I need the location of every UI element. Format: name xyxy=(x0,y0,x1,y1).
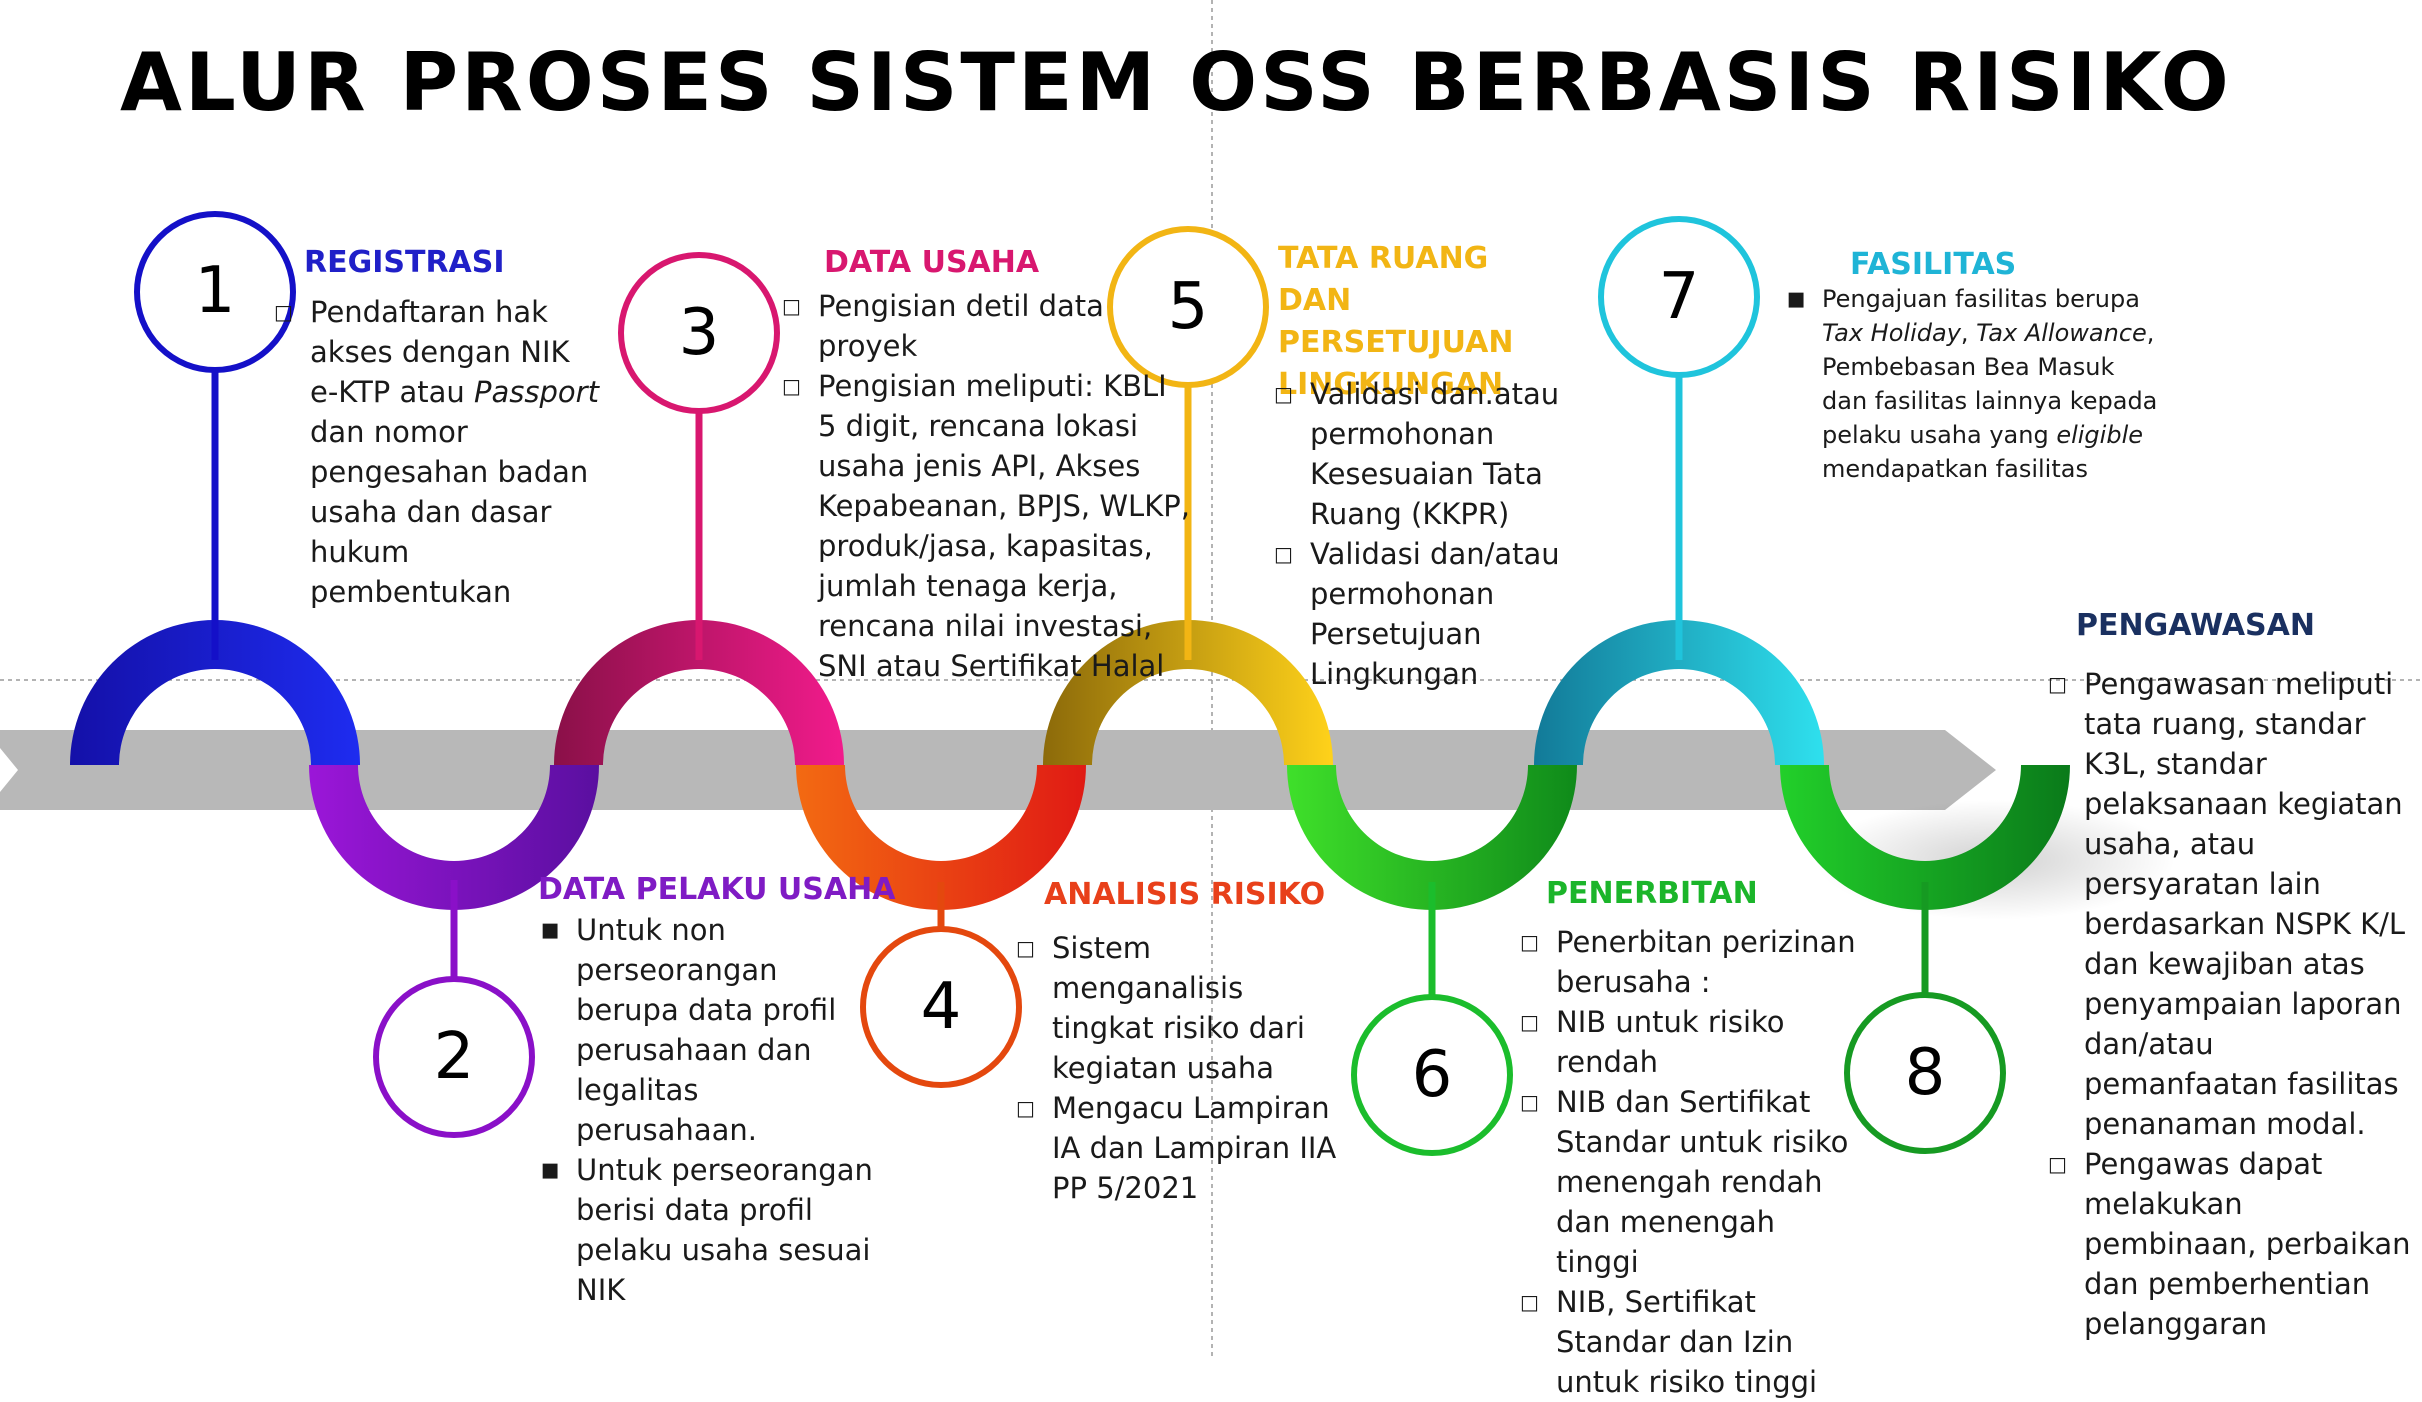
text-block-registrasi: Pendaftaran hak akses dengan NIK e-KTP a… xyxy=(274,292,604,612)
heading-registrasi: REGISTRASI xyxy=(304,245,505,280)
heading-data-pelaku-usaha: DATA PELAKU USAHA xyxy=(538,872,896,907)
step-number-2: 2 xyxy=(433,1020,475,1094)
text-block-data-usaha: Pengisian detil data proyekPengisian mel… xyxy=(782,286,1192,686)
wave-arc-8 xyxy=(1780,765,2070,910)
step-circle-3 xyxy=(618,252,780,414)
text-block-tata-ruang: Validasi dan.atau permohonan Kesesuaian … xyxy=(1274,374,1584,694)
text-block-analisis-risiko: Sistem menganalisis tingkat risiko dari … xyxy=(1016,928,1346,1208)
heading-fasilitas: FASILITAS xyxy=(1850,247,2017,282)
step-circle-7 xyxy=(1598,216,1760,378)
bullet-item: Validasi dan/atau permohonan Persetujuan… xyxy=(1274,534,1584,694)
bullet-item: Sistem menganalisis tingkat risiko dari … xyxy=(1016,928,1346,1088)
heading-data-usaha: DATA USAHA xyxy=(824,245,1040,280)
bullet-item: Penerbitan perizinan berusaha : xyxy=(1520,922,1860,1002)
bullet-item: NIB, Sertifikat Standar dan Izin untuk r… xyxy=(1520,1282,1860,1402)
wave-arc-2 xyxy=(309,765,599,910)
step-number-6: 6 xyxy=(1411,1038,1453,1112)
process-diagram: ALUR PROSES SISTEM OSS BERBASIS RISIKO 1… xyxy=(0,0,2422,1358)
step-number-1: 1 xyxy=(194,254,236,328)
text-block-pengawasan: Pengawasan meliputi tata ruang, standar … xyxy=(2048,664,2413,1344)
bullet-item: Pendaftaran hak akses dengan NIK e-KTP a… xyxy=(274,292,604,612)
step-number-4: 4 xyxy=(920,970,962,1044)
heading-penerbitan: PENERBITAN xyxy=(1546,876,1758,911)
wave-arc-4 xyxy=(796,765,1086,910)
step-number-8: 8 xyxy=(1904,1036,1946,1110)
heading-pengawasan: PENGAWASAN xyxy=(2076,608,2315,643)
bullet-item: Pengisian meliputi: KBLI 5 digit, rencan… xyxy=(782,366,1192,686)
wave-arc-1 xyxy=(70,620,360,765)
step-circle-2 xyxy=(373,976,535,1138)
heading-analisis-risiko: ANALISIS RISIKO xyxy=(1044,877,1326,912)
bullet-item: NIB dan Sertifikat Standar untuk risiko … xyxy=(1520,1082,1860,1282)
step-number-7: 7 xyxy=(1658,260,1700,334)
page-title: ALUR PROSES SISTEM OSS BERBASIS RISIKO xyxy=(120,36,2232,129)
bullet-item: NIB untuk risiko rendah xyxy=(1520,1002,1860,1082)
bullet-item: Validasi dan.atau permohonan Kesesuaian … xyxy=(1274,374,1584,534)
bullet-item: Pengawas dapat melakukan pembinaan, perb… xyxy=(2048,1144,2413,1344)
wave-arc-7 xyxy=(1534,620,1824,765)
wave-arc-3 xyxy=(554,620,844,765)
text-block-penerbitan: Penerbitan perizinan berusaha :NIB untuk… xyxy=(1520,922,1860,1402)
bullet-item: Pengisian detil data proyek xyxy=(782,286,1192,366)
text-block-data-pelaku-usaha: Untuk non perseorangan berupa data profi… xyxy=(540,910,880,1310)
step-circle-6 xyxy=(1351,994,1513,1156)
bullet-item: Untuk perseorangan berisi data profil pe… xyxy=(540,1150,880,1310)
bullet-item: Pengajuan fasilitas berupa Tax Holiday, … xyxy=(1786,282,2166,486)
text-block-fasilitas: Pengajuan fasilitas berupa Tax Holiday, … xyxy=(1786,282,2166,486)
bullet-item: Untuk non perseorangan berupa data profi… xyxy=(540,910,880,1150)
wave-arc-6 xyxy=(1287,765,1577,910)
wave-segments xyxy=(70,620,2070,910)
bullet-item: Mengacu Lampiran IA dan Lampiran IIA PP … xyxy=(1016,1088,1346,1208)
timeline-arrow xyxy=(0,730,1996,810)
bullet-item: Pengawasan meliputi tata ruang, standar … xyxy=(2048,664,2413,1144)
step-number-3: 3 xyxy=(678,296,720,370)
